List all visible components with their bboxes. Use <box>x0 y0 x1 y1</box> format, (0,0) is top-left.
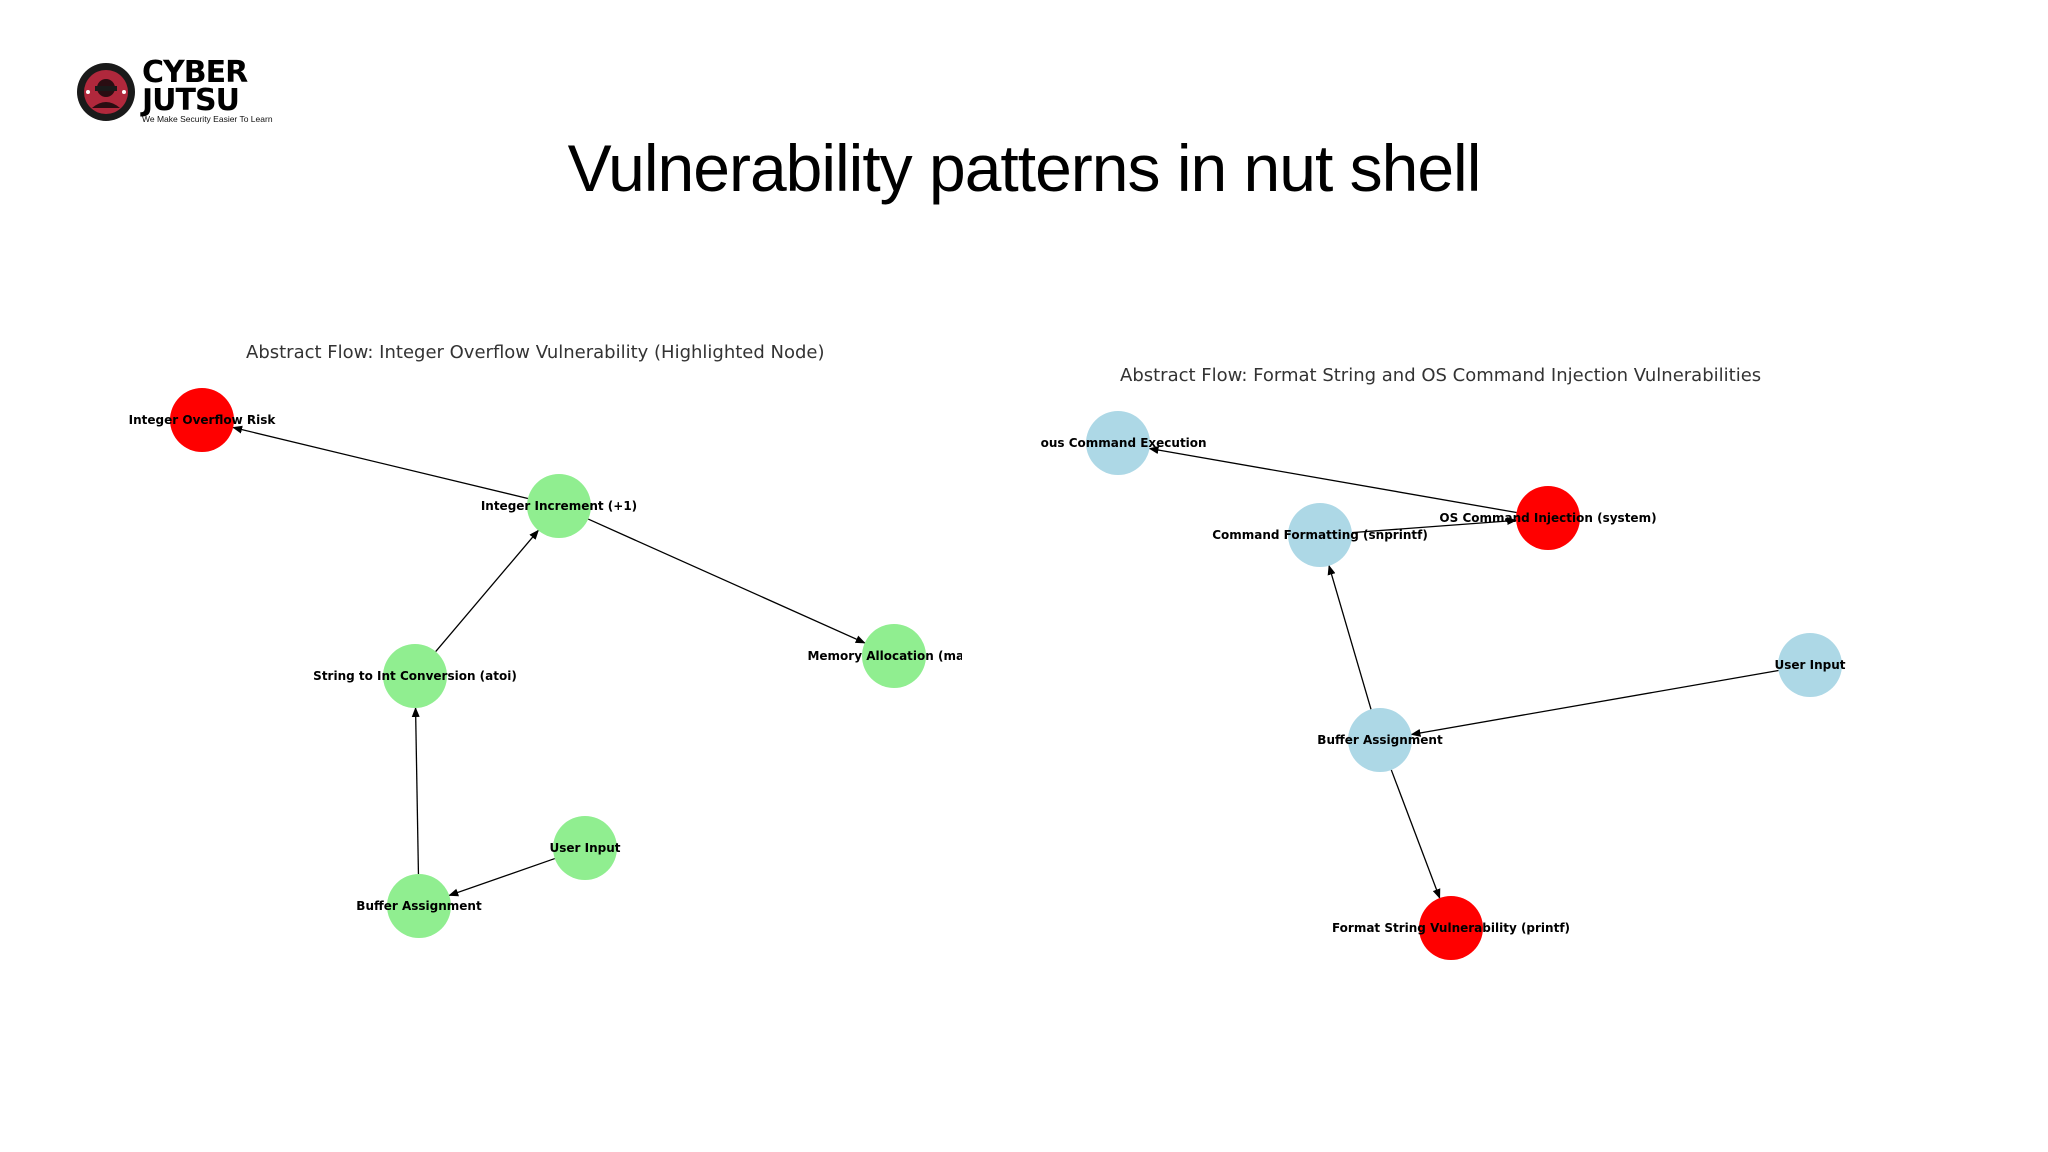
edge-atoi-to-increment <box>435 529 539 653</box>
node-label-malicious: cious Command Execution <box>1029 436 1206 450</box>
diagram-title-integer-overflow: Abstract Flow: Integer Overflow Vulnerab… <box>246 342 825 363</box>
node-printf <box>1419 896 1483 960</box>
edge-increment-to-overflow <box>232 425 529 500</box>
edge-buffer-to-printf <box>1390 769 1441 899</box>
edge-input-to-buffer <box>448 857 556 897</box>
node-buffer <box>387 874 451 938</box>
node-malicious <box>1086 411 1150 475</box>
node-snprintf <box>1288 503 1352 567</box>
node-overflow <box>170 388 234 452</box>
ninja-badge-icon <box>77 63 135 121</box>
cyber-jutsu-logo: CYBER JUTSU We Make Security Easier To L… <box>76 58 276 124</box>
node-input <box>553 816 617 880</box>
node-label-printf: Format String Vulnerability (printf) <box>1332 921 1570 935</box>
page-title: Vulnerability patterns in nut shell <box>567 131 1482 205</box>
logo-brand-line2: JUTSU <box>142 83 240 118</box>
edge-input-to-buffer <box>1410 669 1779 737</box>
node-label-oscmd: OS Command Injection (system) <box>1439 511 1656 525</box>
node-label-atoi: String to Int Conversion (atoi) <box>313 669 517 683</box>
edge-oscmd-to-malicious <box>1148 446 1517 514</box>
node-label-input: User Input <box>1775 658 1846 672</box>
node-label-buffer: Buffer Assignment <box>356 899 482 913</box>
edge-increment-to-malloc <box>587 518 866 644</box>
node-input <box>1778 633 1842 697</box>
edge-buffer-to-snprintf <box>1327 564 1372 710</box>
node-label-overflow: Integer Overflow Risk <box>129 413 277 427</box>
node-label-input: User Input <box>550 841 621 855</box>
edge-snprintf-to-oscmd <box>1351 517 1518 534</box>
node-malloc <box>862 624 926 688</box>
node-buffer <box>1348 708 1412 772</box>
logo-tagline: We Make Security Easier To Learn <box>142 114 273 124</box>
node-label-increment: Integer Increment (+1) <box>481 499 637 513</box>
node-increment <box>527 474 591 538</box>
edge-buffer-to-atoi <box>411 706 420 875</box>
node-label-buffer: Buffer Assignment <box>1317 733 1443 747</box>
diagram-title-format-string: Abstract Flow: Format String and OS Comm… <box>1120 365 1762 386</box>
node-atoi <box>383 644 447 708</box>
logo-brand-line1: CYBER <box>142 55 248 90</box>
node-label-malloc: Memory Allocation (mallo <box>807 649 980 663</box>
node-oscmd <box>1516 486 1580 550</box>
node-label-snprintf: Command Formatting (snprintf) <box>1212 528 1428 542</box>
format-string-os-injection-diagram: cious Command Execution OS Command Inject… <box>1029 411 1846 960</box>
